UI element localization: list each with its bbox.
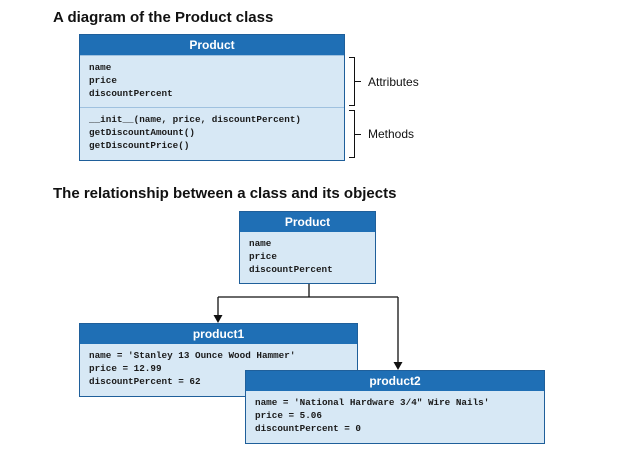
product1-header: product1 [80, 324, 357, 344]
product1-discount-value: discountPercent = 62 [89, 376, 201, 387]
arrowhead-product1 [213, 315, 223, 323]
product2-header: product2 [246, 371, 544, 391]
attributes-bracket-tick [355, 81, 361, 82]
attribute-price: price [89, 75, 117, 86]
summary-attribute-discount-percent: discountPercent [249, 264, 333, 275]
method-get-discount-price: getDiscountPrice() [89, 140, 190, 151]
product-class-summary-header: Product [240, 212, 375, 232]
product2-object-box: product2 name = 'National Hardware 3/4" … [245, 370, 545, 444]
product1-object-box: product1 name = 'Stanley 13 Ounce Wood H… [79, 323, 358, 397]
method-init: __init__(name, price, discountPercent) [89, 114, 302, 125]
attribute-discount-percent: discountPercent [89, 88, 173, 99]
methods-bracket [349, 110, 355, 158]
product2-values: name = 'National Hardware 3/4" Wire Nail… [246, 391, 544, 435]
method-get-discount-amount: getDiscountAmount() [89, 127, 196, 138]
relationship-heading: The relationship between a class and its… [53, 185, 397, 202]
methods-section: __init__(name, price, discountPercent) g… [80, 107, 344, 160]
product1-values: name = 'Stanley 13 Ounce Wood Hammer' pr… [80, 344, 357, 388]
product-class-summary-box: Product name price discountPercent [239, 211, 376, 284]
product2-name-value: name = 'National Hardware 3/4" Wire Nail… [255, 397, 490, 408]
product2-discount-value: discountPercent = 0 [255, 423, 362, 434]
product-class-box: Product name price discountPercent __ini… [79, 34, 345, 161]
summary-attribute-price: price [249, 251, 277, 262]
arrowhead-product2 [393, 362, 403, 370]
attributes-label: Attributes [368, 75, 419, 89]
product2-price-value: price = 5.06 [255, 410, 322, 421]
product1-price-value: price = 12.99 [89, 363, 162, 374]
attribute-name: name [89, 62, 112, 73]
product-class-summary-attributes: name price discountPercent [240, 232, 375, 276]
attributes-bracket [349, 57, 355, 106]
diagram-heading: A diagram of the Product class [53, 9, 274, 26]
attributes-section: name price discountPercent [80, 55, 344, 107]
methods-bracket-tick [355, 134, 361, 135]
summary-attribute-name: name [249, 238, 272, 249]
product1-name-value: name = 'Stanley 13 Ounce Wood Hammer' [89, 350, 296, 361]
product-class-header: Product [80, 35, 344, 55]
methods-label: Methods [368, 127, 415, 141]
